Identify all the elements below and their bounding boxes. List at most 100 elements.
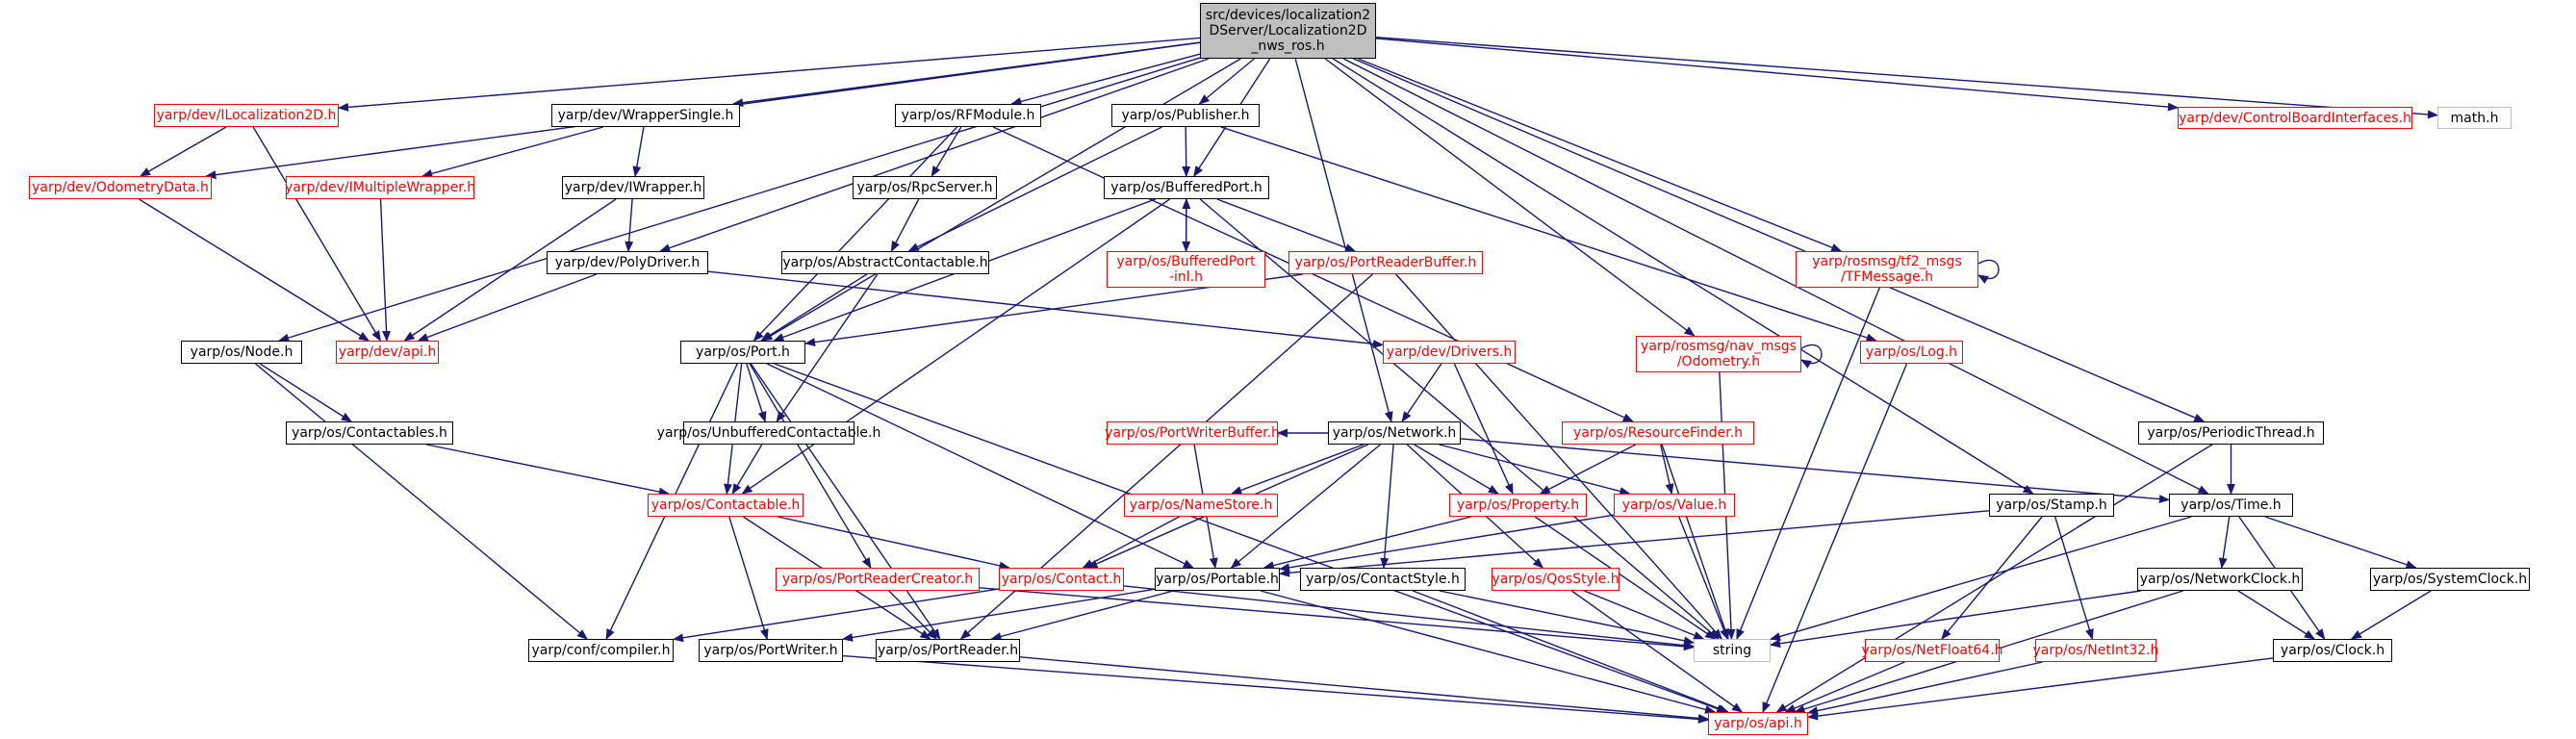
- graph-node-contact[interactable]: yarp/os/Contact.h: [999, 568, 1124, 591]
- graph-node-netint32[interactable]: yarp/os/NetInt32.h: [2033, 639, 2159, 662]
- include-edge-portable-to-portwriter: [841, 588, 1156, 642]
- include-edge-abstractcontactable-to-unbuffered: [776, 273, 879, 422]
- graph-node-portable[interactable]: yarp/os/Portable.h: [1155, 568, 1280, 591]
- include-edge-network-to-portable: [1230, 444, 1381, 569]
- include-edge-clock-to-osapi: [1806, 657, 2274, 721]
- graph-node-node[interactable]: yarp/os/Node.h: [181, 341, 302, 364]
- include-edge-qosstyle-to-osapi: [1570, 590, 1744, 713]
- include-edge-contactstyle-to-osapi: [1412, 590, 1729, 713]
- graph-node-iwrapper[interactable]: yarp/dev/IWrapper.h: [562, 176, 704, 199]
- graph-node-time[interactable]: yarp/os/Time.h: [2169, 494, 2293, 517]
- include-edge-port-to-osapi: [774, 363, 1728, 713]
- graph-node-string[interactable]: string: [1694, 639, 1771, 662]
- include-edge-port-to-unbuffered: [746, 363, 767, 423]
- graph-node-wrappersingle[interactable]: yarp/dev/WrapperSingle.h: [551, 104, 740, 127]
- include-edge-stamp-to-netint32: [2053, 516, 2094, 641]
- include-edge-wrappersingle-to-imultiplewrapper: [421, 126, 604, 178]
- graph-node-port[interactable]: yarp/os/Port.h: [680, 341, 805, 364]
- graph-node-rfmodule[interactable]: yarp/os/RFModule.h: [895, 104, 1041, 127]
- include-edge-contactables-to-contactable: [426, 444, 670, 497]
- include-edge-ilocalization2d-to-devapi: [252, 126, 381, 342]
- include-edge-time-to-networkclock: [2218, 516, 2231, 570]
- include-edge-contact-to-compiler: [672, 588, 1000, 643]
- graph-node-polydriver[interactable]: yarp/dev/PolyDriver.h: [547, 251, 708, 274]
- graph-node-portwriterbuffer[interactable]: yarp/os/PortWriterBuffer.h: [1105, 421, 1280, 445]
- include-edge-root-to-node: [278, 57, 1201, 343]
- include-edge-stamp-to-netfloat64: [1941, 516, 2043, 640]
- graph-node-unbuffered[interactable]: yarp/os/UnbufferedContactable.h: [657, 421, 880, 445]
- graph-node-contactable[interactable]: yarp/os/Contactable.h: [648, 494, 803, 517]
- include-edge-unbuffered-to-contactable: [731, 444, 763, 495]
- graph-node-portreadercreator[interactable]: yarp/os/PortReaderCreator.h: [776, 568, 980, 591]
- graph-node-contactables[interactable]: yarp/os/Contactables.h: [286, 421, 453, 445]
- graph-node-portreader[interactable]: yarp/os/PortReader.h: [876, 639, 1020, 662]
- graph-node-namestore[interactable]: yarp/os/NameStore.h: [1124, 494, 1278, 517]
- graph-node-abstractcontactable[interactable]: yarp/os/AbstractContactable.h: [781, 251, 989, 274]
- include-edge-time-to-systemclock: [2264, 516, 2417, 570]
- include-edge-root-to-tfmessage: [1358, 58, 1843, 252]
- include-edge-network-to-property: [1414, 444, 1499, 495]
- include-edge-abstractcontactable-to-port: [760, 273, 868, 342]
- graph-node-publisher[interactable]: yarp/os/Publisher.h: [1111, 104, 1260, 127]
- graph-node-network[interactable]: yarp/os/Network.h: [1328, 421, 1461, 445]
- include-edge-rpcserver-to-abstractcontactable: [890, 198, 920, 252]
- include-edge-portreadercreator-to-portreader: [888, 590, 937, 640]
- graph-node-tfmessage[interactable]: yarp/rosmsg/tf2_msgs /TFMessage.h: [1796, 251, 1978, 288]
- graph-node-math[interactable]: math.h: [2437, 107, 2512, 129]
- include-edge-root-to-stamp: [1332, 58, 2034, 495]
- include-edge-property-to-string: [1534, 516, 1717, 640]
- graph-node-bufferedport[interactable]: yarp/os/BufferedPort.h: [1104, 176, 1269, 199]
- graph-node-imultiplewrapper[interactable]: yarp/dev/IMultipleWrapper.h: [285, 176, 475, 199]
- include-edge-resourcefinder-to-string: [1661, 444, 1729, 641]
- graph-node-value[interactable]: yarp/os/Value.h: [1614, 494, 1735, 517]
- graph-node-systemclock[interactable]: yarp/os/SystemClock.h: [2370, 568, 2530, 591]
- include-edge-wrappersingle-to-iwrapper: [632, 126, 645, 178]
- include-edge-periodicthread-to-osapi: [1775, 444, 2213, 713]
- graph-node-controlboard[interactable]: yarp/dev/ControlBoardInterfaces.h: [2178, 107, 2412, 129]
- include-edge-polydriver-to-drivers: [707, 270, 1385, 348]
- include-edge-systemclock-to-clock: [2350, 590, 2432, 640]
- include-edge-bufferedport-to-portreaderbuffer: [1216, 198, 1357, 252]
- include-edge-contactstyle-to-string: [1439, 590, 1696, 646]
- graph-node-rpcserver[interactable]: yarp/os/RpcServer.h: [853, 176, 997, 199]
- graph-node-odometrydata[interactable]: yarp/dev/OdometryData.h: [29, 176, 212, 199]
- include-edge-publisher-to-log: [1220, 126, 1877, 343]
- include-edge-networkclock-to-clock: [2237, 590, 2315, 640]
- graph-node-drivers[interactable]: yarp/dev/Drivers.h: [1383, 341, 1516, 364]
- include-edge-port-to-portable: [766, 363, 1194, 569]
- include-edge-tfmessage-to-string: [1736, 287, 1880, 641]
- graph-node-root[interactable]: src/devices/localization2 DServer/Locali…: [1200, 3, 1376, 59]
- include-edge-publisher-to-abstractcontactable: [907, 126, 1162, 252]
- include-edge-portable-to-portreader: [990, 590, 1174, 641]
- include-edge-root-to-network: [1294, 58, 1393, 423]
- include-edge-portreadercreator-to-string: [979, 587, 1696, 651]
- include-edge-time-to-string: [1769, 516, 2192, 641]
- graph-node-ilocalization2d[interactable]: yarp/dev/ILocalization2D.h: [154, 104, 339, 127]
- include-edge-root-to-odometry: [1324, 58, 1696, 337]
- graph-node-qosstyle[interactable]: yarp/os/QosStyle.h: [1492, 568, 1620, 591]
- graph-node-devapi[interactable]: yarp/dev/api.h: [336, 341, 439, 364]
- include-edge-netfloat64-to-osapi: [1784, 661, 1905, 713]
- include-edge-network-to-namestore: [1231, 444, 1365, 495]
- graph-node-portwriter[interactable]: yarp/os/PortWriter.h: [699, 639, 843, 662]
- graph-node-log[interactable]: yarp/os/Log.h: [1860, 341, 1963, 364]
- graph-node-netfloat64[interactable]: yarp/os/NetFloat64.h: [1861, 639, 2003, 662]
- graph-node-periodicthread[interactable]: yarp/os/PeriodicThread.h: [2138, 421, 2324, 445]
- include-edge-portreader-to-osapi: [1019, 656, 1710, 723]
- graph-node-property[interactable]: yarp/os/Property.h: [1449, 494, 1587, 517]
- graph-node-bufferedportinl[interactable]: yarp/os/BufferedPort -inl.h: [1107, 251, 1265, 288]
- graph-node-osapi[interactable]: yarp/os/api.h: [1708, 712, 1808, 735]
- include-edge-odometrydata-to-devapi: [139, 198, 370, 342]
- include-edge-root-to-polydriver: [659, 58, 1210, 252]
- graph-node-contactstyle[interactable]: yarp/os/ContactStyle.h: [1300, 568, 1466, 591]
- graph-node-clock[interactable]: yarp/os/Clock.h: [2273, 639, 2392, 662]
- graph-node-portreaderbuffer[interactable]: yarp/os/PortReaderBuffer.h: [1288, 251, 1483, 274]
- graph-node-networkclock[interactable]: yarp/os/NetworkClock.h: [2137, 568, 2303, 591]
- graph-node-odometry[interactable]: yarp/rosmsg/nav_msgs /Odometry.h: [1636, 336, 1801, 372]
- include-edge-contactable-to-contact: [778, 516, 1010, 571]
- include-edge-value-to-string: [1678, 516, 1728, 641]
- graph-node-stamp[interactable]: yarp/os/Stamp.h: [1989, 494, 2114, 517]
- include-edge-portreaderbuffer-to-string: [1395, 273, 1723, 640]
- graph-node-compiler[interactable]: yarp/conf/compiler.h: [528, 639, 674, 662]
- graph-node-resourcefinder[interactable]: yarp/os/ResourceFinder.h: [1562, 421, 1754, 445]
